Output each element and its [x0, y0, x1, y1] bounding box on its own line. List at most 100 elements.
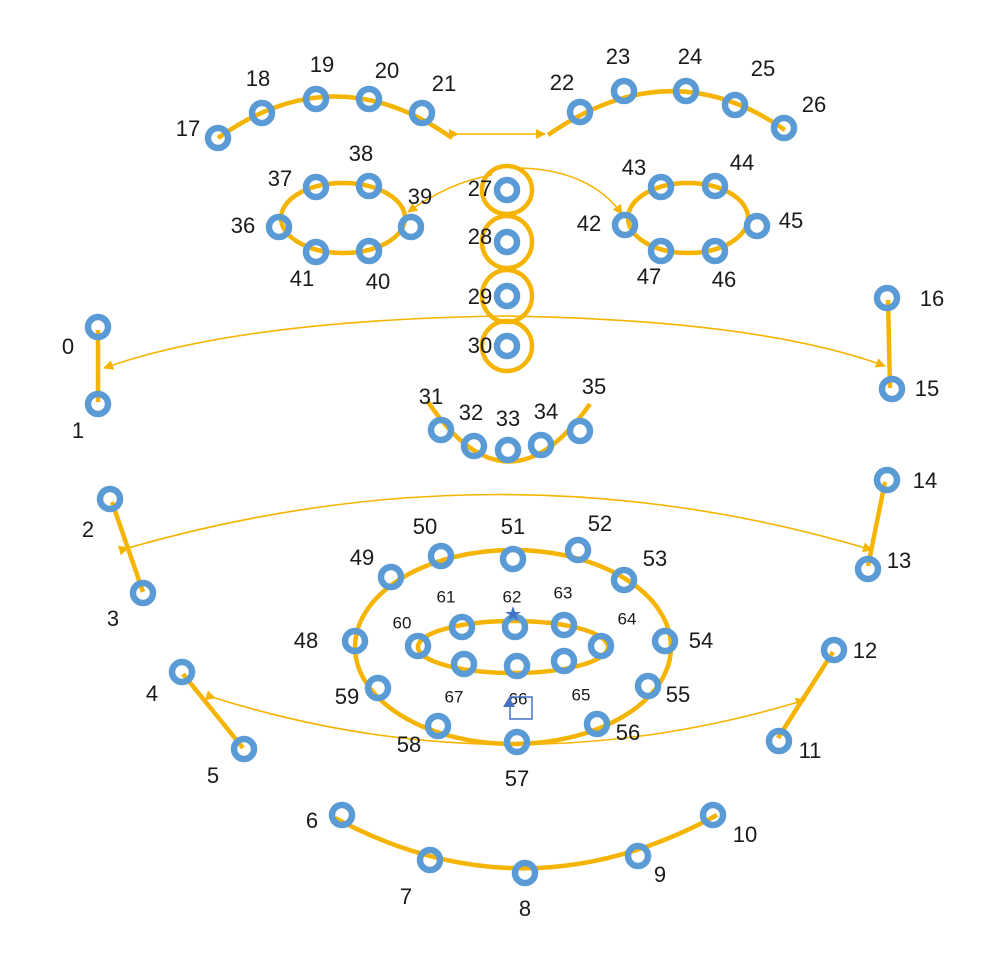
- landmark-label-9: 9: [654, 862, 666, 887]
- landmark-point-4: [168, 658, 196, 686]
- landmark-point-2: [96, 485, 124, 513]
- landmark-label-52: 52: [588, 511, 612, 536]
- landmark-point-57: [503, 728, 531, 756]
- landmark-point-24: [672, 77, 700, 105]
- jaw-segment-4-5: [181, 672, 245, 750]
- landmark-point-21: [408, 99, 436, 127]
- landmark-label-37: 37: [268, 166, 292, 191]
- landmark-label-42: 42: [577, 211, 601, 236]
- landmark-point-8: [511, 859, 539, 887]
- landmark-label-38: 38: [349, 141, 373, 166]
- landmark-label-24: 24: [678, 44, 702, 69]
- landmark-point-11: [765, 727, 793, 755]
- landmark-label-43: 43: [622, 155, 646, 180]
- landmark-label-20: 20: [375, 58, 399, 83]
- landmark-point-13: [854, 555, 882, 583]
- landmark-label-50: 50: [413, 514, 437, 539]
- landmark-label-13: 13: [887, 548, 911, 573]
- jaw-segment-2-3: [109, 501, 146, 593]
- landmark-label-32: 32: [459, 400, 483, 425]
- landmark-label-53: 53: [643, 546, 667, 571]
- landmark-label-27: 27: [468, 176, 492, 201]
- landmark-label-47: 47: [637, 264, 661, 289]
- landmark-point-59: [364, 674, 392, 702]
- landmark-point-54: [651, 627, 679, 655]
- landmark-point-12: [820, 636, 848, 664]
- landmark-label-25: 25: [751, 56, 775, 81]
- landmark-label-15: 15: [915, 376, 939, 401]
- landmark-label-1: 1: [72, 418, 84, 443]
- landmark-label-14: 14: [913, 468, 937, 493]
- landmark-label-18: 18: [246, 66, 270, 91]
- landmark-point-9: [624, 842, 652, 870]
- landmark-point-20: [355, 85, 383, 113]
- landmark-label-59: 59: [335, 684, 359, 709]
- landmark-point-14: [873, 466, 901, 494]
- landmark-point-15: [878, 375, 906, 403]
- landmark-label-45: 45: [779, 208, 803, 233]
- landmark-label-26: 26: [802, 92, 826, 117]
- eye-link-arrow-right: [519, 167, 623, 215]
- landmark-label-63: 63: [554, 583, 573, 602]
- landmark-point-43: [647, 173, 675, 201]
- landmark-label-22: 22: [550, 70, 574, 95]
- landmark-point-36: [265, 213, 293, 241]
- landmark-label-17: 17: [176, 116, 200, 141]
- landmark-point-34: [527, 431, 555, 459]
- landmark-label-34: 34: [534, 399, 558, 424]
- landmark-label-4: 4: [146, 681, 158, 706]
- landmark-point-33: [494, 436, 522, 464]
- landmark-point-46: [701, 237, 729, 265]
- left-eye-outline: [625, 180, 751, 256]
- landmark-label-33: 33: [496, 406, 520, 431]
- landmark-label-21: 21: [432, 71, 456, 96]
- landmark-point-47: [647, 237, 675, 265]
- landmark-point-52: [564, 536, 592, 564]
- landmark-point-28: [493, 228, 521, 256]
- landmark-label-65: 65: [572, 685, 591, 704]
- landmark-point-66: [503, 652, 531, 680]
- landmark-label-64: 64: [618, 609, 637, 628]
- landmark-point-38: [355, 172, 383, 200]
- jaw-segment-11-12: [776, 650, 835, 740]
- jaw-link-arrow-upper: [103, 315, 506, 370]
- landmark-label-58: 58: [397, 732, 421, 757]
- landmark-point-60: [404, 632, 432, 660]
- landmark-point-55: [634, 672, 662, 700]
- landmark-label-61: 61: [437, 587, 456, 606]
- landmark-point-3: [129, 579, 157, 607]
- landmark-label-46: 46: [712, 267, 736, 292]
- landmark-label-57: 57: [505, 766, 529, 791]
- landmark-point-19: [302, 85, 330, 113]
- jaw-segment-15-16: [885, 299, 893, 389]
- landmark-point-7: [416, 846, 444, 874]
- landmark-point-62: [501, 613, 529, 641]
- landmark-label-10: 10: [733, 822, 757, 847]
- triangle-marker-icon: [503, 697, 515, 707]
- landmark-label-19: 19: [310, 52, 334, 77]
- landmark-point-27: [493, 176, 521, 204]
- landmark-point-0: [84, 313, 112, 341]
- landmark-point-18: [248, 99, 276, 127]
- landmark-point-16: [873, 284, 901, 312]
- landmark-point-64: [587, 632, 615, 660]
- landmark-label-0: 0: [62, 334, 74, 359]
- landmark-point-40: [355, 237, 383, 265]
- jaw-link-arrow-upper-right: [504, 315, 886, 368]
- landmark-point-58: [424, 712, 452, 740]
- landmark-label-66: 66: [509, 689, 528, 708]
- landmark-point-30: [493, 332, 521, 360]
- landmark-point-25: [721, 91, 749, 119]
- landmark-point-44: [701, 172, 729, 200]
- left-brow-arc: [546, 88, 787, 137]
- landmark-point-31: [427, 416, 455, 444]
- landmark-label-30: 30: [468, 333, 492, 358]
- landmark-point-48: [341, 627, 369, 655]
- landmark-label-44: 44: [730, 150, 754, 175]
- landmark-point-39: [397, 213, 425, 241]
- landmark-label-7: 7: [400, 884, 412, 909]
- landmark-point-5: [230, 735, 258, 763]
- landmark-point-67: [450, 650, 478, 678]
